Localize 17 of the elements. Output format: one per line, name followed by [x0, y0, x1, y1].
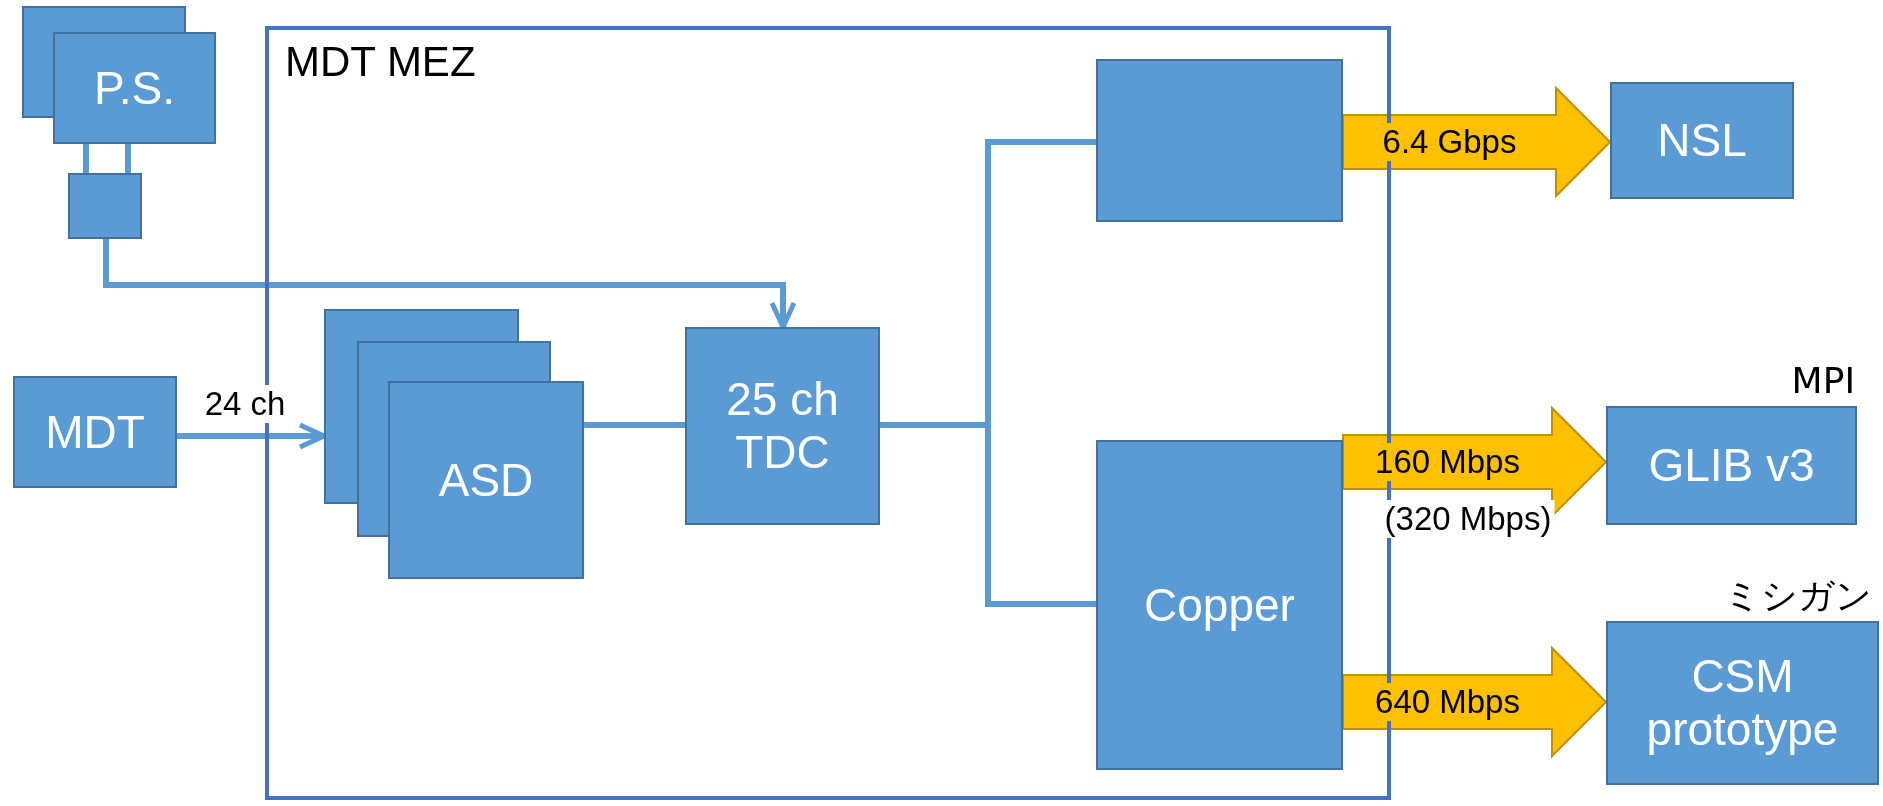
connector-box	[68, 173, 142, 239]
process-box: NSL	[1610, 82, 1794, 199]
connector-line	[584, 422, 685, 428]
frame-title: MDT MEZ	[285, 38, 476, 86]
connector-line	[125, 144, 131, 173]
process-box: 25 ch TDC	[685, 327, 880, 525]
arrow	[177, 422, 327, 450]
process-box	[1096, 59, 1343, 222]
process-box: MDT	[13, 376, 177, 488]
node-caption: ミシガン	[1724, 574, 1872, 618]
arrow	[103, 239, 797, 330]
process-box: CSM prototype	[1606, 621, 1879, 785]
connector-line	[83, 144, 89, 173]
connector-line	[880, 422, 1096, 607]
process-box: GLIB v3	[1606, 406, 1857, 525]
process-box: Copper	[1096, 440, 1343, 770]
node-caption: MPI	[1791, 360, 1855, 401]
